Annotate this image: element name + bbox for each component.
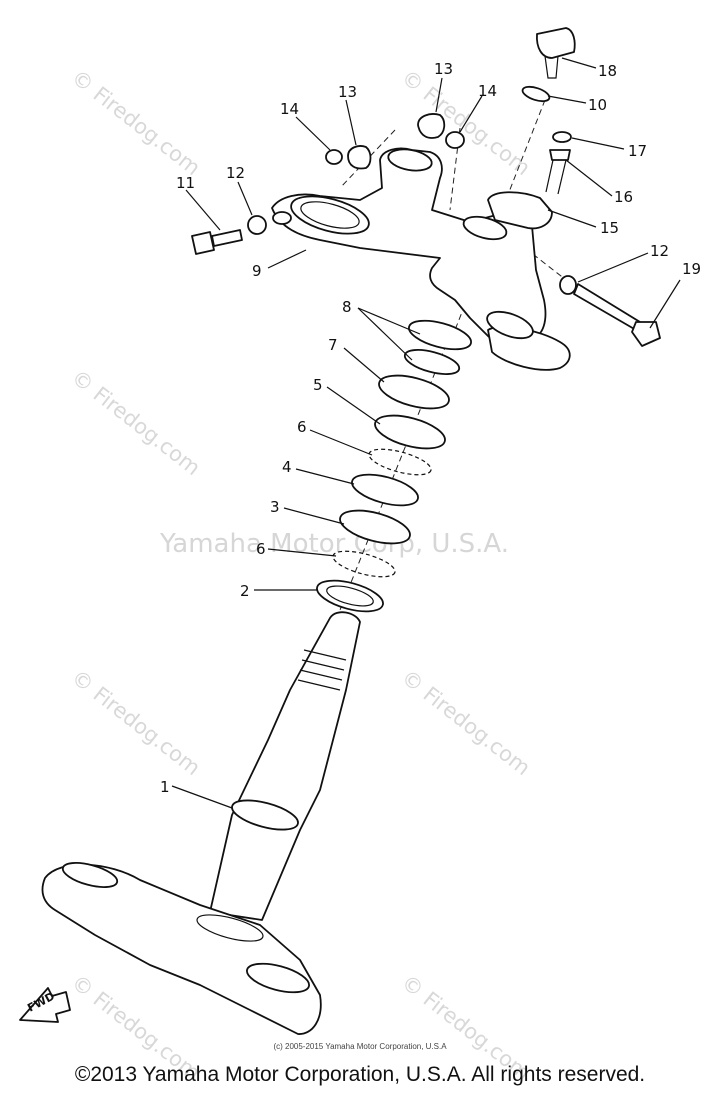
upper-hardware xyxy=(191,27,661,347)
callout-8: 8 xyxy=(342,298,352,316)
callout-11: 11 xyxy=(176,174,195,192)
footer-copyright: ©2013 Yamaha Motor Corporation, U.S.A. A… xyxy=(74,1063,646,1086)
callout-5: 5 xyxy=(313,376,323,394)
callout-13-left: 13 xyxy=(338,83,357,101)
callout-18: 18 xyxy=(598,62,617,80)
watermark-firedog: © Firedog.com xyxy=(67,65,205,180)
callout-labels: 18 10 13 14 14 13 17 16 12 11 15 9 12 19… xyxy=(160,60,701,796)
callout-17: 17 xyxy=(628,142,647,160)
watermark-firedog: © Firedog.com xyxy=(67,665,205,780)
callout-2: 2 xyxy=(240,582,250,600)
callout-14-left: 14 xyxy=(280,100,299,118)
callout-15: 15 xyxy=(600,219,619,237)
watermark-firedog: © Firedog.com xyxy=(397,665,535,780)
callout-13-right: 13 xyxy=(434,60,453,78)
callout-1: 1 xyxy=(160,778,170,796)
callout-19: 19 xyxy=(682,260,701,278)
steering-stem xyxy=(41,611,361,1035)
small-copyright: (c) 2005-2015 Yamaha Motor Corporation, … xyxy=(273,1042,447,1051)
callout-3: 3 xyxy=(270,498,280,516)
callout-6-lower: 6 xyxy=(256,540,266,558)
callout-12-right: 12 xyxy=(650,242,669,260)
callout-9: 9 xyxy=(252,262,262,280)
callout-16: 16 xyxy=(614,188,633,206)
callout-12-left: 12 xyxy=(226,164,245,182)
upper-bracket xyxy=(271,147,571,371)
callout-6-upper: 6 xyxy=(297,418,307,436)
bearing-stack xyxy=(316,319,472,613)
callout-14-right: 14 xyxy=(478,82,497,100)
forward-arrow: FWD xyxy=(19,987,71,1023)
callout-7: 7 xyxy=(328,336,338,354)
callout-4: 4 xyxy=(282,458,292,476)
watermark-firedog: © Firedog.com xyxy=(67,365,205,480)
leader-lines xyxy=(171,57,681,809)
callout-10: 10 xyxy=(588,96,607,114)
